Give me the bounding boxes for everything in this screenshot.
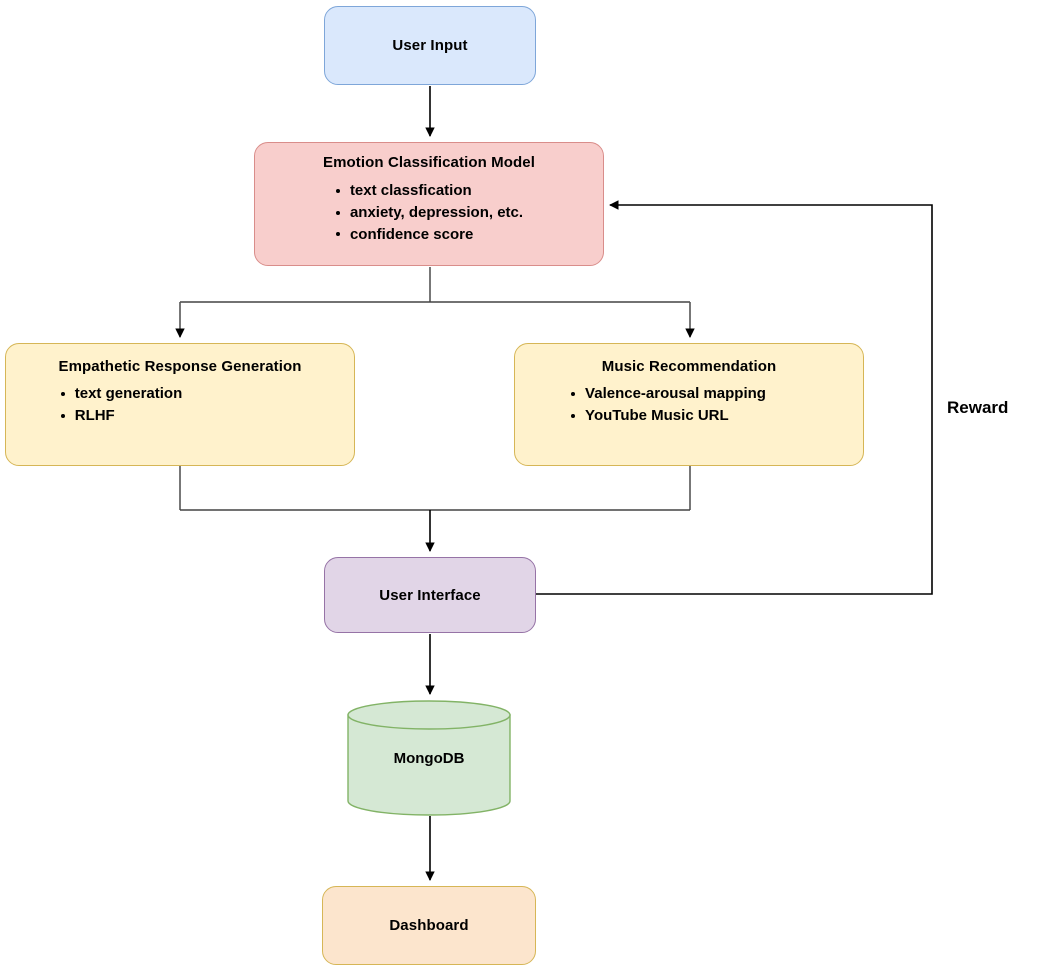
node-empathetic-bullet-list: text generation RLHF bbox=[60, 383, 183, 427]
node-mongodb-database[interactable]: MongoDB bbox=[347, 700, 511, 816]
node-dashboard-label: Dashboard bbox=[389, 917, 469, 934]
bullet-item: text classfication bbox=[335, 180, 523, 202]
bullet-item: RLHF bbox=[60, 405, 183, 427]
cylinder-icon bbox=[347, 700, 511, 816]
node-empathetic-response-generation-label: Empathetic Response Generation bbox=[58, 358, 302, 375]
node-user-input-label: User Input bbox=[392, 37, 468, 54]
node-music-bullet-list: Valence-arousal mapping YouTube Music UR… bbox=[570, 383, 766, 427]
bullet-item: anxiety, depression, etc. bbox=[335, 202, 523, 224]
node-emotion-classification-model-label: Emotion Classification Model bbox=[323, 154, 535, 171]
node-emotion-bullet-list: text classfication anxiety, depression, … bbox=[335, 180, 523, 245]
node-dashboard[interactable]: Dashboard bbox=[322, 886, 536, 965]
node-mongodb-database-label: MongoDB bbox=[393, 749, 465, 767]
bullet-item: YouTube Music URL bbox=[570, 405, 766, 427]
bullet-item: Valence-arousal mapping bbox=[570, 383, 766, 405]
node-emotion-classification-model[interactable]: Emotion Classification Model text classf… bbox=[254, 142, 604, 266]
node-user-interface-label: User Interface bbox=[379, 586, 481, 604]
edge-label-reward: Reward bbox=[947, 398, 1009, 417]
node-empathetic-response-generation[interactable]: Empathetic Response Generation text gene… bbox=[5, 343, 355, 466]
bullet-item: confidence score bbox=[335, 224, 523, 246]
node-music-recommendation-label: Music Recommendation bbox=[601, 358, 777, 375]
node-user-interface[interactable]: User Interface bbox=[324, 557, 536, 633]
bullet-item: text generation bbox=[60, 383, 183, 405]
node-user-input[interactable]: User Input bbox=[324, 6, 536, 85]
node-music-recommendation[interactable]: Music Recommendation Valence-arousal map… bbox=[514, 343, 864, 466]
